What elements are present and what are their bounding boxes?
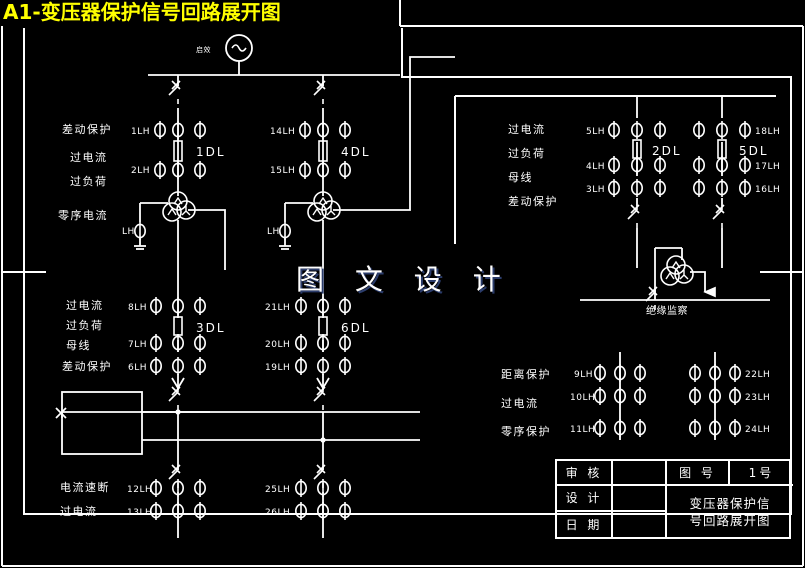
ct-label-p4: LH [267,227,280,237]
label-distance-protection: 距离保护 [501,368,551,381]
title-block-drawing-no-row: 图 号 1号 [667,461,793,487]
label-overcurrent-bottom: 过电流 [60,505,98,518]
terminal-23lh: 23LH [745,393,771,403]
title-block: 审 核 图 号 1号 设 计 变压器保护信 号回路展开图 日 期 [555,459,793,539]
terminal-18lh: 18LH [755,127,781,137]
breaker-1dl: 1DL [196,145,226,159]
terminal-19lh: 19LH [265,363,291,373]
title-block-drawing-name: 变压器保护信 号回路展开图 [667,486,793,537]
title-block-date-label: 日 期 [557,511,613,537]
terminal-1lh: 1LH [131,127,151,137]
label-insulation-monitoring: 绝缘监察 [646,306,688,317]
terminal-26lh: 26LH [265,508,291,518]
terminal-21lh: 21LH [265,303,291,313]
label-overcurrent-p1: 过电流 [70,151,108,164]
page-title: A1-变压器保护信号回路展开图 [3,0,281,24]
terminal-22lh: 22LH [745,370,771,380]
breaker-6dl: 6DL [341,321,371,335]
drawing-name-line-2: 号回路展开图 [689,512,771,528]
watermark: 图 文 设 计 [296,263,512,296]
label-instantaneous-overcurrent: 电流速断 [60,481,110,494]
label-differential-protection-p2: 差动保护 [508,195,558,208]
label-overcurrent-p2: 过电流 [508,123,546,136]
terminal-10lh: 10LH [570,393,596,403]
ct-label-p1: LH [122,227,135,237]
title-block-drawing-no-value: 1号 [748,466,775,481]
terminal-17lh: 17LH [755,162,781,172]
title-block-date-value[interactable] [613,511,667,537]
label-busbar-p3: 母线 [66,339,91,352]
terminal-16lh: 16LH [755,185,781,195]
terminal-5lh: 5LH [586,127,606,137]
terminal-9lh: 9LH [574,370,594,380]
terminal-7lh: 7LH [128,340,148,350]
terminal-13lh: 13LH [127,508,153,518]
terminal-6lh: 6LH [128,363,148,373]
label-differential-protection-p1: 差动保护 [62,123,112,136]
breaker-4dl: 4DL [341,145,371,159]
terminal-14lh: 14LH [270,127,296,137]
breaker-5dl: 5DL [739,144,769,158]
breaker-3dl: 3DL [196,321,226,335]
terminal-12lh: 12LH [127,485,153,495]
terminal-25lh: 25LH [265,485,291,495]
label-busbar-p2: 母线 [508,171,533,184]
label-overload-p1: 过负荷 [70,175,108,188]
terminal-15lh: 15LH [270,166,296,176]
label-overcurrent-p3: 过电流 [66,299,104,312]
terminal-2lh: 2LH [131,166,151,176]
title-block-drawing-no-label: 图 号 [667,461,730,485]
label-differential-protection-p3: 差动保护 [62,360,112,373]
title-block-review-label: 审 核 [557,461,613,487]
label-zero-seq-protection: 零序保护 [501,425,551,438]
terminal-11lh: 11LH [570,425,596,435]
drawing-name-line-1: 变压器保护信 [689,495,771,511]
label-overcurrent-distance: 过电流 [501,397,539,410]
terminal-4lh: 4LH [586,162,606,172]
breaker-2dl: 2DL [652,144,682,158]
title-block-designer-label: 设 计 [557,486,613,512]
label-overload-p3: 过负荷 [66,319,104,332]
title-block-designer-value[interactable] [613,486,667,512]
terminal-24lh: 24LH [745,425,771,435]
source-label: 启效 [196,46,211,54]
label-overload-p2: 过负荷 [508,147,546,160]
terminal-20lh: 20LH [265,340,291,350]
terminal-3lh: 3LH [586,185,606,195]
terminal-8lh: 8LH [128,303,148,313]
title-block-review-value[interactable] [613,461,667,487]
label-zero-seq-current-p1: 零序电流 [58,209,108,222]
